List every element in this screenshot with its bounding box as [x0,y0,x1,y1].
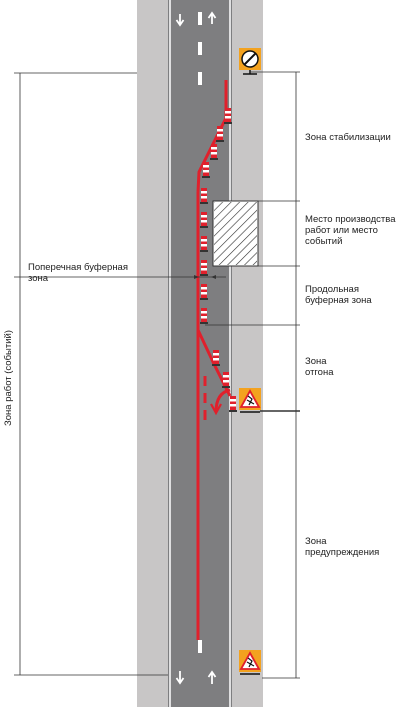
road-works-sign-icon [239,650,261,675]
work-zone-label: Зона работ (событий) [3,330,14,426]
work-site-hatch [214,202,257,265]
centre-line-white [198,12,202,653]
right-shoulder [232,0,263,707]
lateral-buffer-dimension [14,275,226,279]
left-shoulder [137,0,168,707]
warning-zone-label: Зона предупреждения [305,536,380,558]
road-works-sign-icon [239,388,261,413]
traffic-cone-icon [200,108,237,412]
taper-zone-label: Зона отгона [305,356,334,378]
stabilization-zone-label: Зона стабилизации [305,132,391,143]
work-zone-dimension-line [14,72,168,676]
work-site-label: Место производства работ или место событ… [305,214,396,247]
zone-dimension-lines [205,71,300,679]
roadway [168,0,232,707]
lateral-buffer-label: Поперечная буферная зона [28,262,128,284]
lane-arrow-icon [175,11,217,685]
end-of-restrictions-sign-icon [239,48,261,75]
longitudinal-buffer-label: Продольная буферная зона [305,284,372,306]
